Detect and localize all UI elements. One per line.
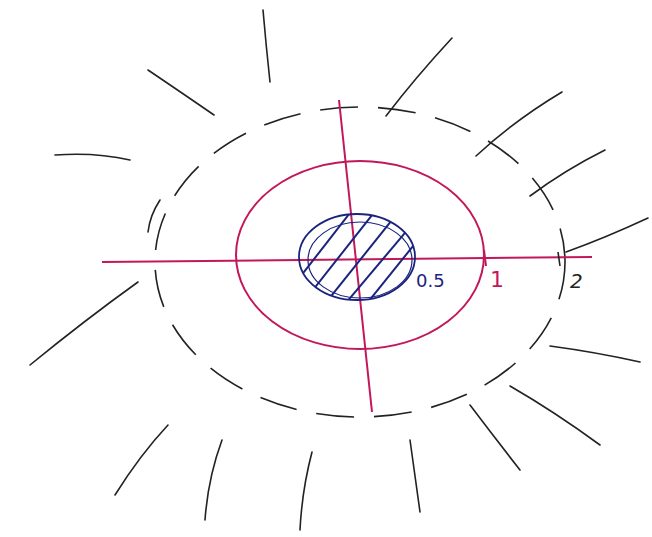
x-axis bbox=[102, 257, 592, 262]
radius-label: 0.5 bbox=[414, 271, 447, 291]
tick-mark bbox=[558, 252, 560, 266]
unit-circle bbox=[236, 161, 484, 349]
dashed-circle bbox=[155, 107, 565, 417]
radius-label: 1 bbox=[488, 268, 506, 292]
y-axis bbox=[339, 100, 372, 412]
tick-mark bbox=[484, 250, 486, 266]
radial-strokes bbox=[30, 10, 648, 530]
hatched-disc bbox=[290, 200, 440, 315]
radius-label: 2 bbox=[568, 270, 585, 292]
